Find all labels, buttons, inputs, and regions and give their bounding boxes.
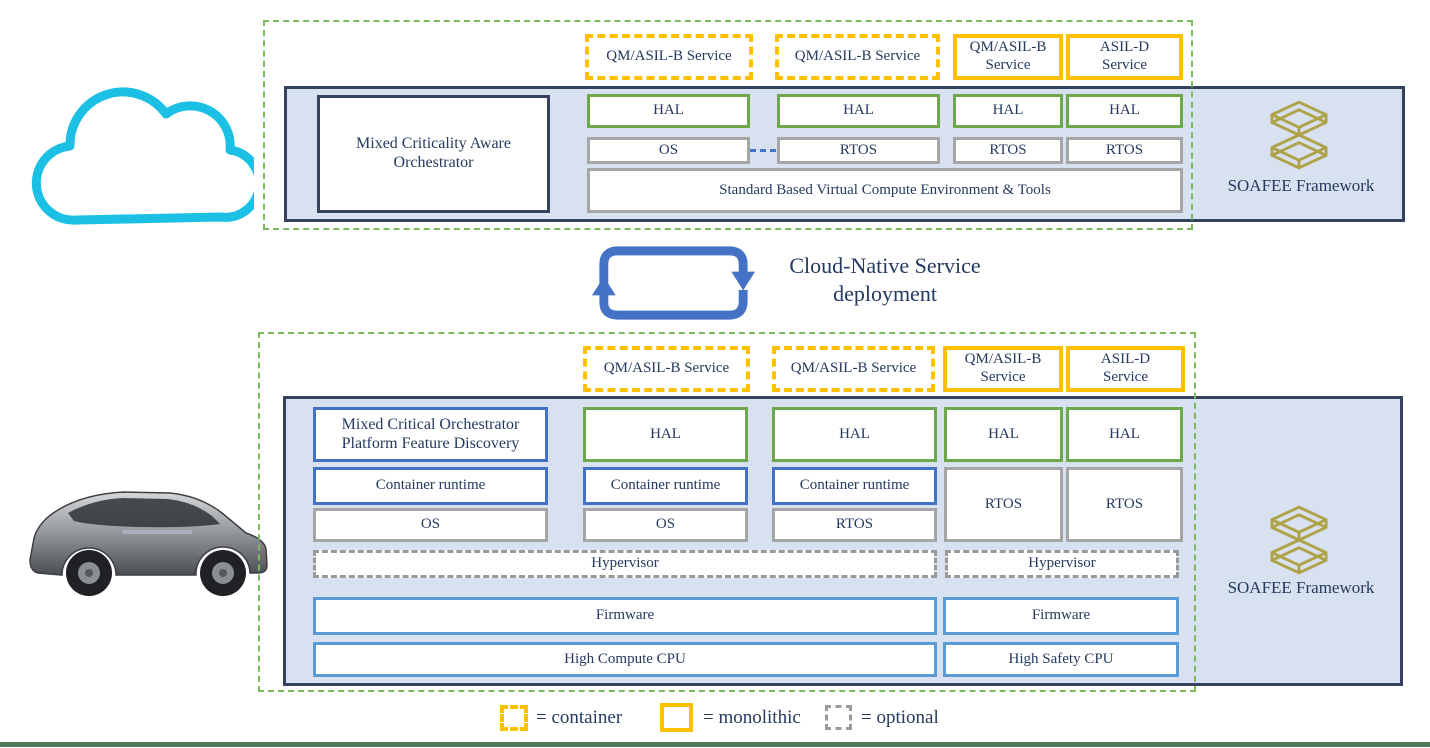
cloud-framework-label: SOAFEE Framework xyxy=(1196,176,1406,196)
firmware-box: Firmware xyxy=(313,597,937,635)
cpu-label: High Safety CPU xyxy=(1008,650,1114,667)
cloud-os-box: RTOS xyxy=(953,137,1063,164)
firmware-box: Firmware xyxy=(943,597,1179,635)
legend-text: = monolithic xyxy=(703,707,801,728)
soafee-logo xyxy=(1270,100,1328,170)
os-label: RTOS xyxy=(989,141,1027,158)
cloud-os-box: RTOS xyxy=(1066,137,1183,164)
os-rtos-link-dashes xyxy=(750,149,776,152)
deployment-caption-line1: Cloud-Native Service xyxy=(789,253,981,278)
os-label: RTOS xyxy=(839,141,878,158)
hal-label: HAL xyxy=(1109,425,1140,442)
service-label: ASIL-D Service xyxy=(1099,39,1150,73)
soafee-logo xyxy=(1270,505,1328,575)
legend-optional-swatch xyxy=(825,705,852,730)
hal-label: HAL xyxy=(1109,102,1140,119)
cpu-label: High Compute CPU xyxy=(564,650,686,667)
hal-label: HAL xyxy=(653,102,684,119)
hal-label: HAL xyxy=(988,425,1019,442)
service-label: QM/ASIL-B Service xyxy=(969,39,1047,73)
cloud-hal-box: HAL xyxy=(777,94,940,128)
cloud-os-box: RTOS xyxy=(777,137,940,164)
framework-text: SOAFEE Framework xyxy=(1227,578,1375,597)
vehicle-service-box: ASIL-D Service xyxy=(1066,346,1185,392)
car-image xyxy=(29,491,268,596)
container-runtime-box: Container runtime xyxy=(313,467,548,505)
hypervisor-label: Hypervisor xyxy=(591,555,659,572)
cloud-orchestrator-box: Mixed Criticality Aware Orchestrator xyxy=(317,95,550,213)
high-safety-cpu-box: High Safety CPU xyxy=(943,642,1179,677)
hal-label: HAL xyxy=(992,102,1024,119)
container-runtime-box: Container runtime xyxy=(583,467,748,505)
service-label: QM/ASIL-B Service xyxy=(794,48,921,65)
legend-text: = container xyxy=(536,707,623,728)
cloud-service-box: ASIL-D Service xyxy=(1066,34,1183,80)
legend-optional-label: = optional xyxy=(861,707,981,729)
rtos-label: RTOS xyxy=(984,495,1023,512)
footer-accent-bar xyxy=(0,742,1430,747)
legend-container-swatch xyxy=(500,705,528,731)
framework-text: SOAFEE Framework xyxy=(1227,176,1375,195)
vehicle-os-box: OS xyxy=(583,508,748,542)
vehicle-service-box: QM/ASIL-B Service xyxy=(772,346,935,392)
cloud-service-box: QM/ASIL-B Service xyxy=(585,34,753,80)
vehicle-framework-label: SOAFEE Framework xyxy=(1196,578,1406,598)
vehicle-service-box: QM/ASIL-B Service xyxy=(583,346,750,392)
os-label: RTOS xyxy=(835,516,874,533)
deployment-caption: Cloud-Native Service deployment xyxy=(762,252,1008,307)
service-label: QM/ASIL-B Service xyxy=(603,360,730,377)
legend-container-label: = container xyxy=(536,707,666,729)
vehicle-rtos-box: RTOS xyxy=(944,467,1063,542)
vehicle-rtos-box: RTOS xyxy=(1066,467,1183,542)
os-label: OS xyxy=(655,516,676,533)
cloud-service-box: QM/ASIL-B Service xyxy=(953,34,1063,80)
vehicle-hal-box: HAL xyxy=(583,407,748,462)
service-label: QM/ASIL-B Service xyxy=(964,351,1042,385)
cloud-icon xyxy=(31,87,254,225)
os-label: OS xyxy=(658,141,679,158)
legend-monolithic-label: = monolithic xyxy=(703,707,848,729)
cloud-base-layer-box: Standard Based Virtual Compute Environme… xyxy=(587,168,1183,213)
os-label: RTOS xyxy=(1105,141,1144,158)
legend-text: = optional xyxy=(861,707,939,728)
container-runtime-box: Container runtime xyxy=(772,467,937,505)
hypervisor-box: Hypervisor xyxy=(313,550,937,578)
cycle-arrow-icon xyxy=(591,246,756,320)
hal-label: HAL xyxy=(839,425,870,442)
cloud-service-box: QM/ASIL-B Service xyxy=(775,34,940,80)
hal-label: HAL xyxy=(843,102,874,119)
runtime-label: Container runtime xyxy=(799,477,910,494)
vehicle-orchestrator-label: Mixed Critical Orchestrator Platform Fea… xyxy=(341,415,520,452)
runtime-label: Container runtime xyxy=(375,477,486,494)
os-label: OS xyxy=(420,516,441,533)
vehicle-os-box: OS xyxy=(313,508,548,542)
vehicle-os-box: RTOS xyxy=(772,508,937,542)
deployment-caption-line2: deployment xyxy=(833,280,937,306)
firmware-label: Firmware xyxy=(1031,607,1091,624)
hypervisor-box: Hypervisor xyxy=(945,550,1179,578)
vehicle-orchestrator-box: Mixed Critical Orchestrator Platform Fea… xyxy=(313,407,548,462)
firmware-label: Firmware xyxy=(595,607,655,624)
legend-monolithic-swatch xyxy=(660,703,693,732)
hal-label: HAL xyxy=(650,425,681,442)
hypervisor-label: Hypervisor xyxy=(1028,555,1096,572)
vehicle-hal-box: HAL xyxy=(772,407,937,462)
base-layer-label: Standard Based Virtual Compute Environme… xyxy=(719,181,1051,198)
service-label: QM/ASIL-B Service xyxy=(606,48,732,65)
vehicle-hal-box: HAL xyxy=(1066,407,1183,462)
cloud-hal-box: HAL xyxy=(953,94,1063,128)
runtime-label: Container runtime xyxy=(610,477,721,494)
cloud-hal-box: HAL xyxy=(587,94,750,128)
cloud-hal-box: HAL xyxy=(1066,94,1183,128)
high-compute-cpu-box: High Compute CPU xyxy=(313,642,937,677)
vehicle-service-box: QM/ASIL-B Service xyxy=(943,346,1063,392)
rtos-label: RTOS xyxy=(1105,495,1144,512)
vehicle-hal-box: HAL xyxy=(944,407,1063,462)
service-label: ASIL-D Service xyxy=(1100,351,1151,385)
cloud-orchestrator-label: Mixed Criticality Aware Orchestrator xyxy=(356,135,511,171)
cloud-os-box: OS xyxy=(587,137,750,164)
service-label: QM/ASIL-B Service xyxy=(790,360,917,377)
